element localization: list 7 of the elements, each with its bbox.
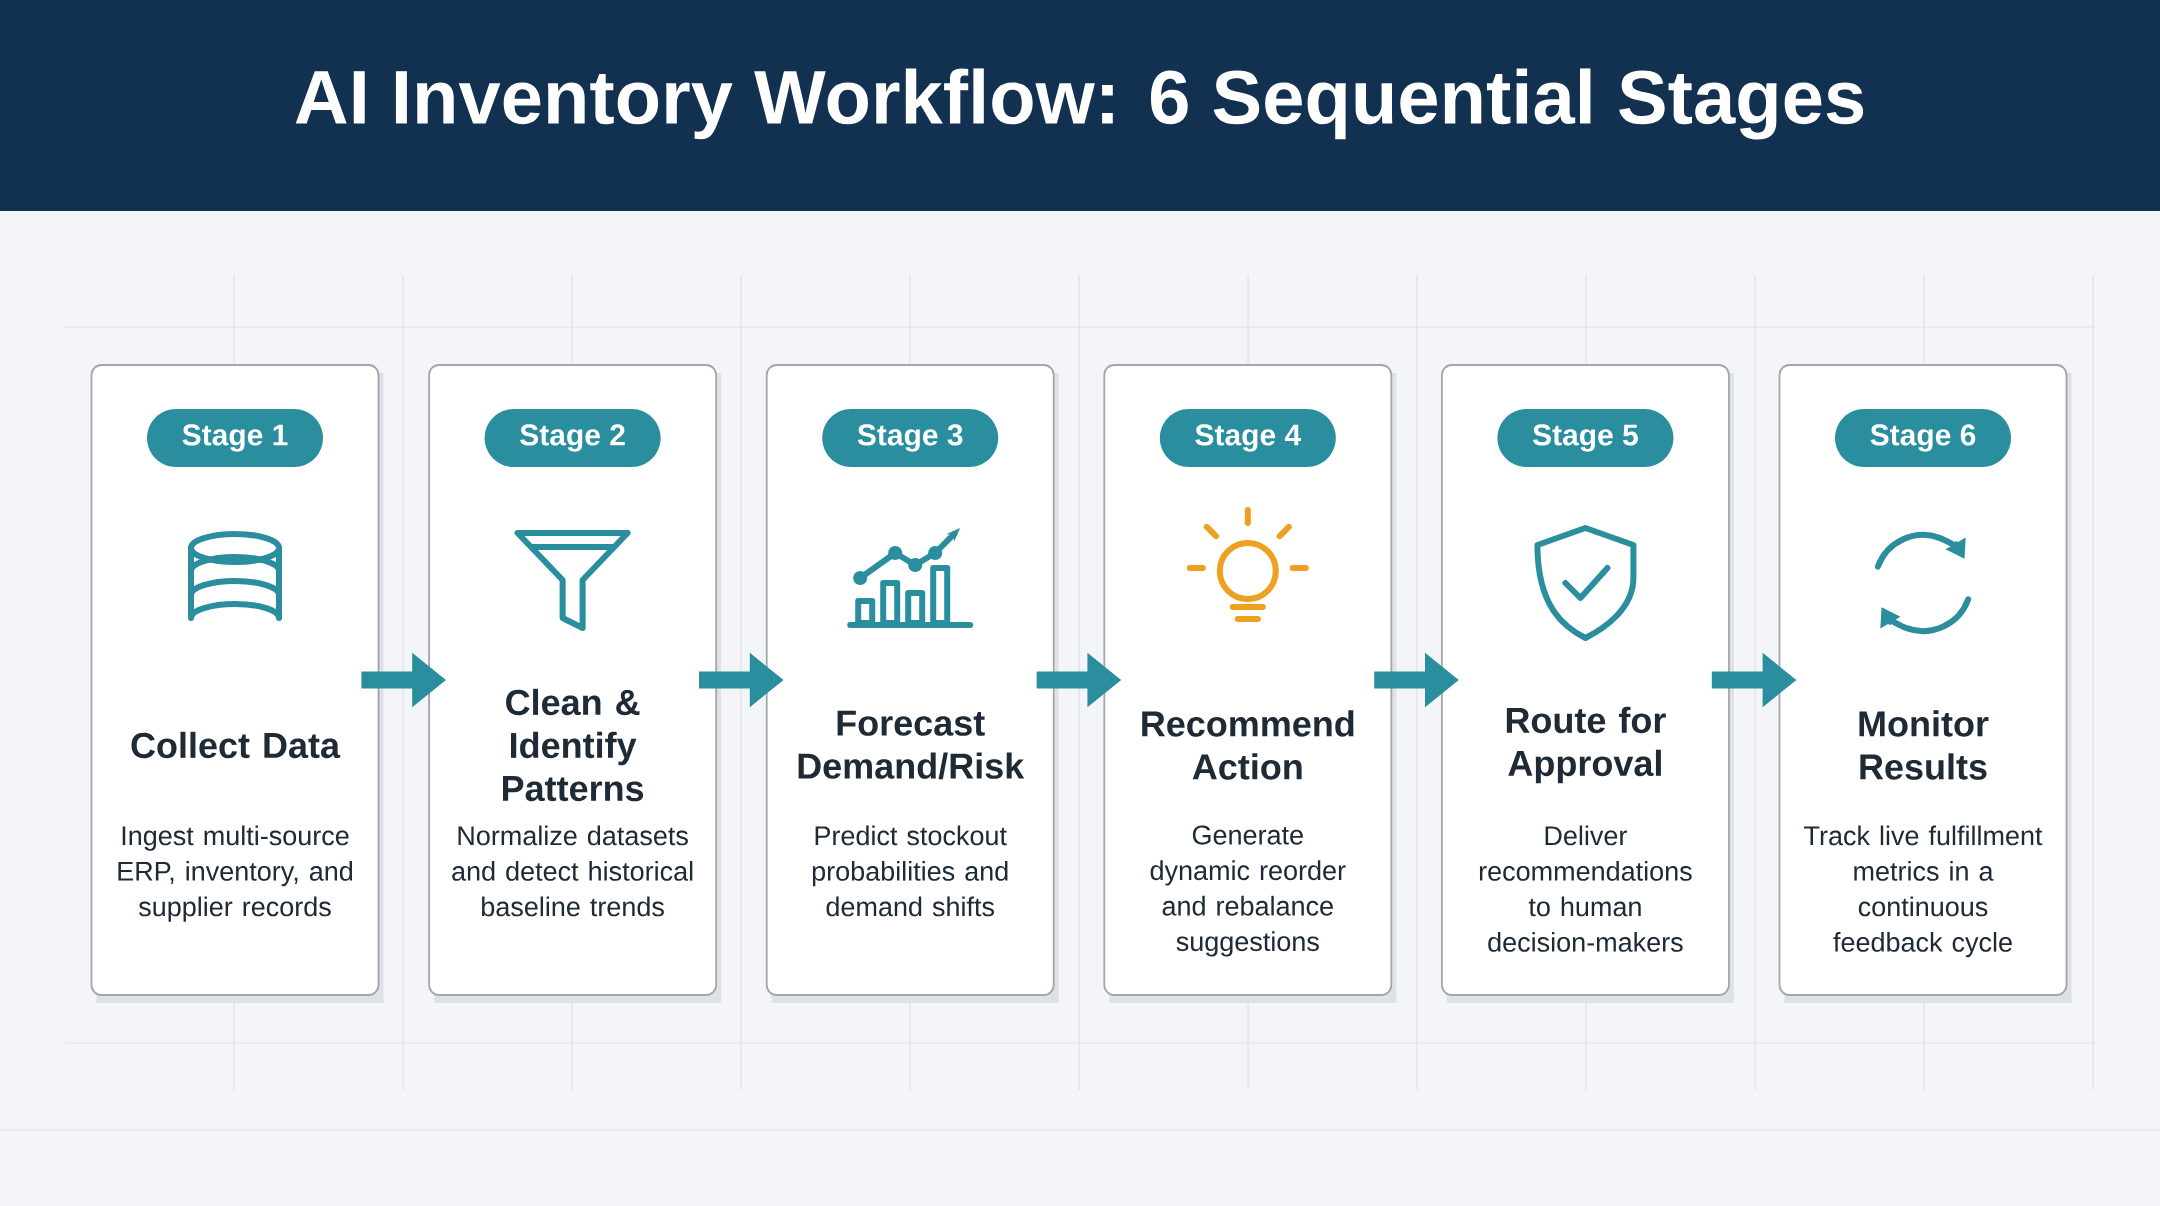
stage-pill: Stage 6 [1835, 409, 2011, 467]
stage-pill: Stage 2 [484, 409, 661, 467]
stage-pill: Stage 3 [822, 409, 999, 467]
stage-pill: Stage 1 [147, 409, 323, 467]
header-banner: AI Inventory Workflow: 6 Sequential Stages [0, 0, 2160, 211]
stage-pill: Stage 4 [1159, 409, 1336, 467]
stage-pill: Stage 5 [1497, 409, 1674, 467]
